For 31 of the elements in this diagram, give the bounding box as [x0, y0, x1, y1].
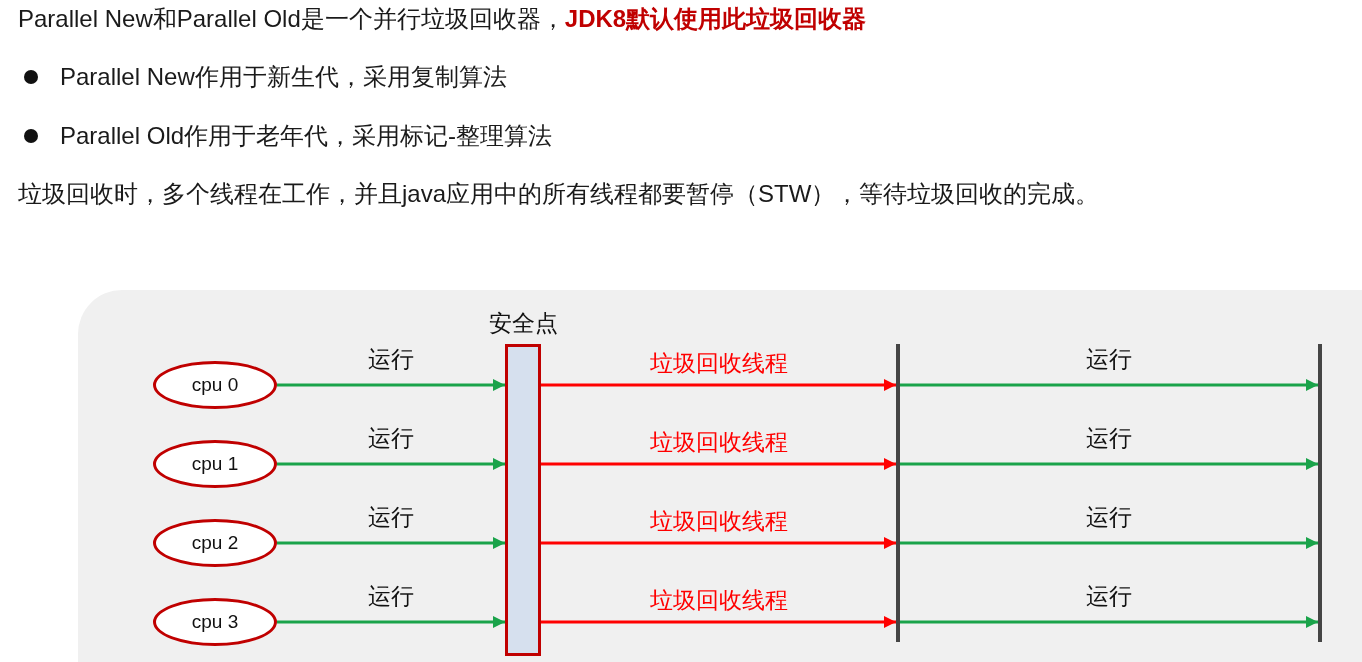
- edge-label: 运行: [368, 503, 414, 531]
- arrow: [900, 616, 1318, 628]
- edge-label: 运行: [1086, 345, 1132, 373]
- arrow: [277, 458, 505, 470]
- edge-label: 运行: [1086, 582, 1132, 610]
- arrow: [541, 458, 896, 470]
- note-text: 垃圾回收时，多个线程在工作，并且java应用中的所有线程都要暂停（STW），等待垃圾回收的完成。: [18, 179, 1100, 209]
- edge-label: 运行: [368, 345, 414, 373]
- arrow: [541, 616, 896, 628]
- edge-label: 运行: [1086, 424, 1132, 452]
- edge-label: 运行: [368, 424, 414, 452]
- edge-label: 运行: [368, 582, 414, 610]
- vertical-bar: [896, 344, 900, 642]
- arrow: [900, 379, 1318, 391]
- edge-label: 垃圾回收线程: [649, 428, 788, 456]
- edge-label: 运行: [1086, 503, 1132, 531]
- arrow: [541, 379, 896, 391]
- arrow: [900, 537, 1318, 549]
- bullet-text: Parallel New作用于新生代，采用复制算法: [60, 62, 507, 92]
- edge-label: 垃圾回收线程: [649, 586, 788, 614]
- arrow: [277, 537, 505, 549]
- arrow: [900, 458, 1318, 470]
- bullet-text: Parallel Old作用于老年代，采用标记-整理算法: [60, 121, 553, 151]
- arrow: [277, 379, 505, 391]
- edge-label: 垃圾回收线程: [649, 507, 788, 535]
- node-heading: 安全点: [487, 309, 559, 338]
- arrow: [277, 616, 505, 628]
- heading-text: Parallel New和Parallel Old是一个并行垃圾回收器，JDK8默认使用此垃圾回收器: [18, 4, 867, 34]
- arrow: [541, 537, 896, 549]
- vertical-bar: [1318, 344, 1322, 642]
- edge-label: 垃圾回收线程: [649, 349, 788, 377]
